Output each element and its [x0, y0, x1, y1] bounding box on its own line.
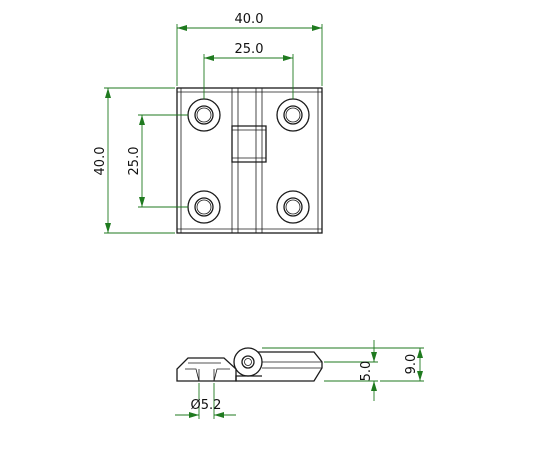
dimension-label: 25.0 — [235, 42, 264, 57]
dimension-hole-spacing-vertical: 25.0 — [127, 114, 188, 208]
hinge-top-view — [176, 87, 323, 234]
mounting-hole-bottom-right — [276, 190, 310, 224]
mounting-hole-top-right — [276, 98, 310, 132]
dimension-hole-diameter: Ø5.2 — [175, 383, 236, 419]
dimension-leaf-height: 5.0 — [324, 340, 378, 401]
dimension-overall-side-height: 9.0 — [262, 347, 424, 382]
hinge-outline — [176, 87, 323, 234]
dimension-label: 40.0 — [235, 12, 264, 27]
dimension-hole-spacing-horizontal: 25.0 — [203, 42, 294, 99]
dimension-label: 25.0 — [127, 147, 142, 176]
dimension-label: Ø5.2 — [191, 398, 222, 413]
left-leaf — [176, 357, 237, 382]
mounting-hole-bottom-left — [187, 190, 221, 224]
dimension-label: 9.0 — [404, 354, 419, 375]
dimension-label: 40.0 — [93, 147, 108, 176]
right-leaf — [235, 351, 323, 382]
knuckle-center — [231, 125, 267, 163]
dimension-overall-height: 40.0 — [93, 87, 175, 234]
dimension-overall-width: 40.0 — [176, 12, 323, 86]
mounting-hole-top-left — [187, 98, 221, 132]
hinge-side-view — [176, 347, 323, 382]
dimension-label: 5.0 — [359, 361, 374, 382]
knuckle — [233, 347, 263, 377]
